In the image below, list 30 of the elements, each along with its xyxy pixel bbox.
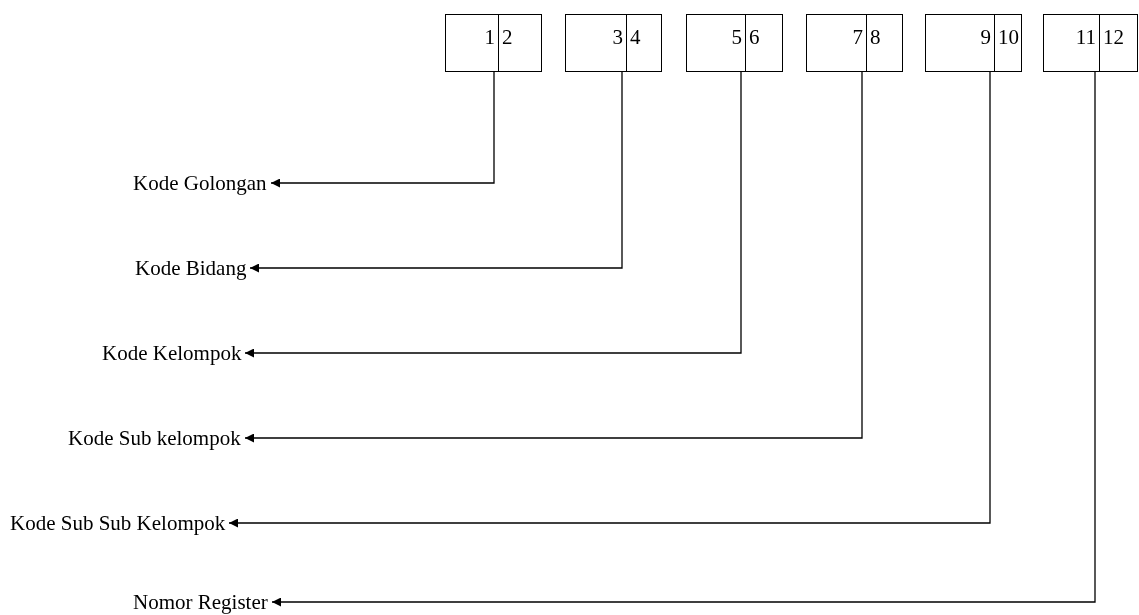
code-label: Kode Sub Sub Kelompok bbox=[10, 511, 226, 535]
digit-label: 2 bbox=[502, 26, 513, 48]
code-digit-box bbox=[806, 14, 903, 72]
code-digit-box bbox=[565, 14, 662, 72]
code-label: Kode Sub kelompok bbox=[68, 426, 241, 450]
digit-label: 9 bbox=[980, 26, 991, 48]
arrow bbox=[244, 71, 742, 358]
digit-label: 10 bbox=[998, 26, 1019, 48]
digit-label: 3 bbox=[612, 26, 623, 48]
arrow bbox=[271, 71, 1096, 607]
digit-label: 1 bbox=[484, 26, 495, 48]
digit-label: 5 bbox=[731, 26, 742, 48]
digit-label: 8 bbox=[870, 26, 881, 48]
code-digit-box bbox=[1043, 14, 1138, 72]
code-digit-box bbox=[445, 14, 542, 72]
arrow bbox=[244, 71, 863, 443]
digit-label: 4 bbox=[630, 26, 641, 48]
code-label: Nomor Register bbox=[133, 590, 268, 614]
code-label: Kode Golongan bbox=[133, 171, 267, 195]
digit-label: 11 bbox=[1075, 26, 1096, 48]
digit-label: 12 bbox=[1103, 26, 1124, 48]
code-digit-box bbox=[925, 14, 1022, 72]
code-label: Kode Bidang bbox=[135, 256, 247, 280]
arrow bbox=[249, 71, 623, 273]
arrow bbox=[228, 71, 991, 528]
digit-label: 7 bbox=[852, 26, 863, 48]
code-digit-box bbox=[686, 14, 783, 72]
digit-label: 6 bbox=[749, 26, 760, 48]
arrow bbox=[270, 71, 495, 188]
code-label: Kode Kelompok bbox=[102, 341, 242, 365]
